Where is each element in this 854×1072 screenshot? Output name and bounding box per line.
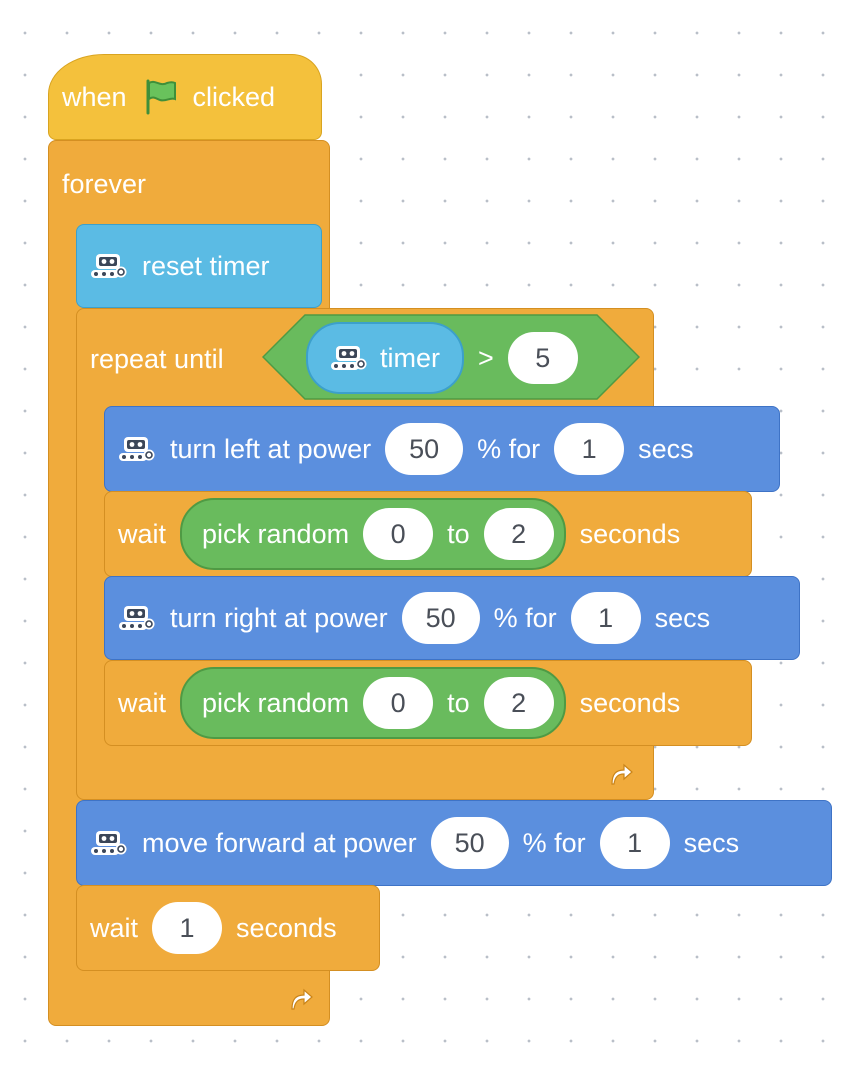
turn-left-label: turn left at power bbox=[170, 433, 372, 464]
seconds-label: seconds bbox=[579, 687, 681, 718]
wait-label: wait bbox=[118, 687, 167, 718]
repeat-until-label: repeat until bbox=[90, 343, 224, 374]
turn-right-content: turn right at power 50 % for 1 secs bbox=[118, 592, 710, 644]
wait-random-content: wait pick random 0 to 2 seconds bbox=[118, 667, 680, 739]
reset-timer-label: reset timer bbox=[142, 250, 270, 281]
power-input[interactable]: 50 bbox=[385, 423, 464, 475]
seconds-label: seconds bbox=[579, 518, 681, 549]
when-label: when bbox=[62, 81, 127, 112]
robot-icon bbox=[90, 253, 128, 279]
hat-block-content: when clicked bbox=[62, 74, 275, 120]
wait-block[interactable] bbox=[76, 885, 380, 971]
pick-random-reporter[interactable]: pick random 0 to 2 bbox=[180, 498, 566, 570]
timer-label: timer bbox=[380, 342, 440, 373]
green-flag-icon bbox=[146, 79, 176, 115]
timer-reporter[interactable]: timer bbox=[306, 322, 464, 394]
robot-icon bbox=[118, 436, 156, 462]
secs-label: secs bbox=[683, 827, 740, 858]
turn-right-label: turn right at power bbox=[170, 602, 388, 633]
power-input[interactable]: 50 bbox=[430, 817, 509, 869]
random-to-input[interactable]: 2 bbox=[483, 508, 554, 560]
move-forward-content: move forward at power 50 % for 1 secs bbox=[90, 817, 739, 869]
robot-icon bbox=[330, 345, 368, 371]
wait-label: wait bbox=[118, 518, 167, 549]
wait-label: wait bbox=[90, 912, 139, 943]
forever-label: forever bbox=[62, 168, 147, 199]
to-label: to bbox=[447, 518, 470, 549]
pick-random-label: pick random bbox=[202, 687, 350, 718]
wait-random-content: wait pick random 0 to 2 seconds bbox=[118, 498, 680, 570]
secs-label: secs bbox=[638, 433, 694, 464]
reset-timer-content: reset timer bbox=[90, 246, 270, 286]
duration-input[interactable]: 1 bbox=[570, 592, 641, 644]
repeat-until-header: repeat until bbox=[90, 330, 224, 388]
robot-icon bbox=[90, 830, 128, 856]
duration-input[interactable]: 1 bbox=[599, 817, 670, 869]
percent-for-label: % for bbox=[493, 602, 557, 633]
wait-duration-input[interactable]: 1 bbox=[152, 902, 223, 954]
random-from-input[interactable]: 0 bbox=[363, 677, 434, 729]
percent-for-label: % for bbox=[522, 827, 586, 858]
turn-left-content: turn left at power 50 % for 1 secs bbox=[118, 423, 694, 475]
to-label: to bbox=[447, 687, 470, 718]
threshold-input[interactable]: 5 bbox=[507, 332, 578, 384]
pick-random-reporter[interactable]: pick random 0 to 2 bbox=[180, 667, 566, 739]
wait-content: wait 1 seconds bbox=[90, 902, 337, 954]
random-from-input[interactable]: 0 bbox=[363, 508, 434, 560]
robot-icon bbox=[118, 605, 156, 631]
secs-label: secs bbox=[654, 602, 711, 633]
pick-random-label: pick random bbox=[202, 518, 350, 549]
percent-for-label: % for bbox=[477, 433, 541, 464]
random-to-input[interactable]: 2 bbox=[483, 677, 554, 729]
move-forward-label: move forward at power bbox=[142, 827, 417, 858]
greater-than-operator: > bbox=[478, 342, 494, 373]
loop-arrow-icon bbox=[606, 760, 634, 788]
when-flag-clicked-block[interactable] bbox=[48, 54, 322, 140]
power-input[interactable]: 50 bbox=[401, 592, 480, 644]
seconds-label: seconds bbox=[236, 912, 337, 943]
duration-input[interactable]: 1 bbox=[554, 423, 625, 475]
condition-content: timer > 5 bbox=[306, 322, 578, 394]
forever-block-header: forever bbox=[62, 164, 146, 204]
clicked-label: clicked bbox=[192, 81, 276, 112]
loop-arrow-icon bbox=[286, 985, 314, 1013]
